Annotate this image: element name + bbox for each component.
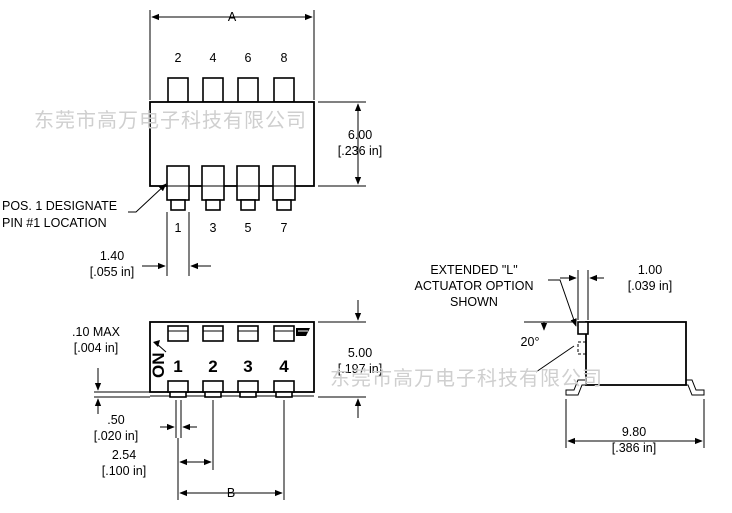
lead-mm: .50: [107, 413, 124, 427]
height-mm: 6.00: [348, 128, 372, 142]
pin-number: 7: [281, 221, 288, 235]
pin-number: 1: [175, 221, 182, 235]
lead-in: [.020 in]: [94, 429, 138, 443]
switch-number: 2: [208, 357, 217, 376]
watermark-bottom: 东莞市高万电子科技有限公司: [330, 366, 603, 390]
dim-b-label: B: [227, 486, 235, 500]
side-note-line2: ACTUATOR OPTION: [415, 279, 534, 293]
side-note-line1: EXTENDED "L": [430, 263, 517, 277]
height-in: [.236 in]: [338, 144, 382, 158]
width-mm: 9.80: [622, 425, 646, 439]
actuator-in: [.039 in]: [628, 279, 672, 293]
switch-number: 3: [243, 357, 252, 376]
spacing-in: [.100 in]: [102, 464, 146, 478]
front-height-in: [.197 in]: [338, 362, 382, 376]
pin1-note-line2: PIN #1 LOCATION: [2, 216, 107, 230]
lower-contacts: [150, 380, 314, 398]
pin-number: 3: [210, 221, 217, 235]
on-label: ON: [149, 353, 168, 379]
top-view: A 2 4 6 8 1 3 5 7 6.00 [.236 in] POS. 1 …: [2, 10, 382, 279]
angle-label: 20°: [521, 335, 540, 349]
pitch-in: [.055 in]: [90, 265, 134, 279]
actuator-slots: [167, 325, 310, 342]
side-view-body: [585, 321, 687, 386]
lower-pads: [166, 165, 296, 211]
actuator: [577, 321, 589, 335]
width-in: [.386 in]: [612, 441, 656, 455]
pitch-mm: 1.40: [100, 249, 124, 263]
pin-number: 6: [245, 51, 252, 65]
spacing-mm: 2.54: [112, 448, 136, 462]
side-view: 1.00 [.039 in] EXTENDED "L" ACTUATOR OPT…: [415, 263, 705, 455]
actuator-mm: 1.00: [638, 263, 662, 277]
dim-a-label: A: [228, 10, 237, 24]
side-note-line3: SHOWN: [450, 295, 498, 309]
front-height-mm: 5.00: [348, 346, 372, 360]
max-mm: .10 MAX: [72, 325, 121, 339]
front-view: ON 1 2 3 4 .10 MAX [.004 in] 5.00 [.197 …: [72, 300, 382, 500]
pin1-note-line1: POS. 1 DESIGNATE: [2, 199, 117, 213]
pin-number: 4: [210, 51, 217, 65]
switch-number: 1: [173, 357, 182, 376]
max-in: [.004 in]: [74, 341, 118, 355]
upper-pads: [167, 77, 295, 103]
pin-number: 2: [175, 51, 182, 65]
switch-number: 4: [279, 357, 289, 376]
watermark-top: 东莞市高万电子科技有限公司: [34, 108, 307, 132]
pin-number: 8: [281, 51, 288, 65]
pin-number: 5: [245, 221, 252, 235]
